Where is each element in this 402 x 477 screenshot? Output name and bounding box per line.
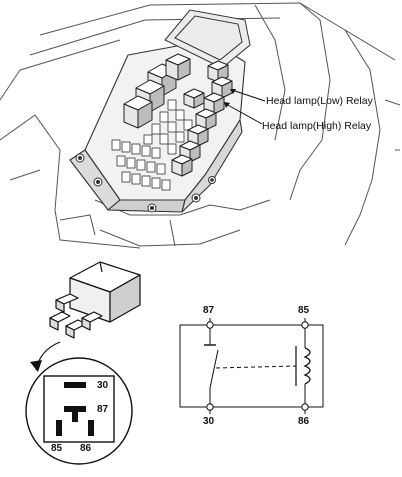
relay-component bbox=[49, 261, 141, 339]
pin-face-85-label: 85 bbox=[51, 443, 63, 454]
pin-face-87-label: 87 bbox=[97, 404, 109, 415]
circuit-terminals bbox=[206, 321, 309, 411]
low-relay-callout: Head lamp(Low) Relay bbox=[266, 95, 373, 107]
pin-face-86-label: 86 bbox=[80, 443, 92, 454]
circuit-86-label: 86 bbox=[298, 416, 310, 427]
view-arrow bbox=[30, 341, 61, 372]
circuit-30-label: 30 bbox=[203, 416, 215, 427]
circuit-87-label: 87 bbox=[203, 305, 215, 316]
pin-face-30-label: 30 bbox=[97, 380, 109, 391]
mounting-bolts bbox=[75, 153, 216, 213]
circuit-85-label: 85 bbox=[298, 305, 310, 316]
relay-blocks bbox=[123, 53, 233, 177]
engine-bay-illustration bbox=[0, 2, 401, 249]
callout-leaders bbox=[225, 89, 266, 125]
pin-face-view bbox=[25, 357, 133, 465]
relay-circuit bbox=[179, 318, 324, 414]
high-relay-callout: Head lamp(High) Relay bbox=[262, 120, 372, 132]
fuse-grid bbox=[111, 99, 193, 191]
